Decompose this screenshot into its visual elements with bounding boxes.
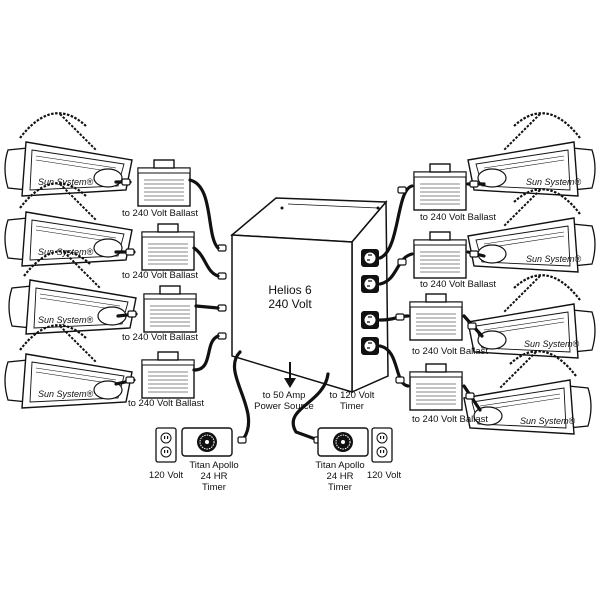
left-wall-outlet xyxy=(155,427,177,463)
left-ballast-label-2: to 240 Volt Ballast xyxy=(122,270,198,281)
cable xyxy=(378,252,414,286)
timer-feed-line1: to 120 Volt xyxy=(330,390,375,401)
timer-feed-line2: Timer xyxy=(340,401,364,412)
reflector-brand-label: Sun System® xyxy=(38,315,94,325)
reflector-brand-label: Sun System® xyxy=(38,247,94,257)
left-ballast-label-3: to 240 Volt Ballast xyxy=(122,332,198,343)
cable xyxy=(378,344,410,388)
right-ballast-4 xyxy=(409,363,463,411)
right-timer-unit xyxy=(317,427,369,457)
right-ballast-label-4: to 240 Volt Ballast xyxy=(412,414,488,425)
reflector-brand-label: Sun System® xyxy=(526,254,582,264)
right-ballast-1 xyxy=(413,163,467,211)
reflector-brand-label: Sun System® xyxy=(38,177,94,187)
right-reflector-3: Sun System® xyxy=(466,274,597,360)
left-ballast-1 xyxy=(137,159,191,207)
left-timer-line2: 24 HR xyxy=(201,471,228,482)
power-source-arrow xyxy=(284,362,296,388)
reflector-brand-label: Sun System® xyxy=(526,177,582,187)
cable xyxy=(192,334,220,372)
cable xyxy=(291,372,330,442)
right-ballast-label-2: to 240 Volt Ballast xyxy=(420,279,496,290)
cable xyxy=(188,178,220,250)
hub-outlet-1 xyxy=(360,248,380,268)
left-ballast-2 xyxy=(141,223,195,271)
cable xyxy=(192,246,220,278)
left-reflector-1: Sun System® xyxy=(3,112,134,198)
left-timer-line3: Timer xyxy=(202,482,226,493)
power-source-line2: Power Source xyxy=(254,401,314,412)
hub-name: Helios 6 xyxy=(268,283,312,297)
right-wall-outlet xyxy=(371,427,393,463)
right-ballast-3 xyxy=(409,293,463,341)
cable xyxy=(194,304,220,310)
reflector-brand-label: Sun System® xyxy=(524,339,580,349)
hub-voltage: 240 Volt xyxy=(268,297,312,311)
left-reflector-3: Sun System® xyxy=(7,250,138,336)
right-timer-line2: 24 HR xyxy=(327,471,354,482)
left-ballast-4 xyxy=(141,351,195,399)
left-timer-line1: Titan Apollo xyxy=(189,460,238,471)
left-reflector-4: Sun System® xyxy=(3,324,134,410)
right-ballast-2 xyxy=(413,231,467,279)
right-ballast-label-3: to 240 Volt Ballast xyxy=(412,346,488,357)
right-ballast-label-1: to 240 Volt Ballast xyxy=(420,212,496,223)
left-ballast-3 xyxy=(143,285,197,333)
power-source-line1: to 50 Amp xyxy=(263,390,306,401)
left-ballast-label-4: to 240 Volt Ballast xyxy=(128,398,204,409)
right-outlet-label: 120 Volt xyxy=(367,470,402,481)
hub-outlet-3 xyxy=(360,310,380,330)
right-reflector-1: Sun System® xyxy=(466,112,597,198)
cable xyxy=(378,184,414,260)
right-reflector-2: Sun System® xyxy=(466,188,597,274)
hub-outlet-4 xyxy=(360,336,380,356)
reflector-brand-label: Sun System® xyxy=(520,416,576,426)
hub-left-connectors xyxy=(217,244,227,340)
right-timer-line3: Timer xyxy=(328,482,352,493)
left-reflector-2: Sun System® xyxy=(3,182,134,268)
hub-outlet-2 xyxy=(360,274,380,294)
left-timer-unit xyxy=(181,427,233,457)
left-outlet-label: 120 Volt xyxy=(149,470,184,481)
cable xyxy=(232,350,251,440)
reflector-brand-label: Sun System® xyxy=(38,389,94,399)
left-ballast-label-1: to 240 Volt Ballast xyxy=(122,208,198,219)
right-reflector-4: Sun System® xyxy=(462,350,593,436)
right-timer-line1: Titan Apollo xyxy=(315,460,364,471)
